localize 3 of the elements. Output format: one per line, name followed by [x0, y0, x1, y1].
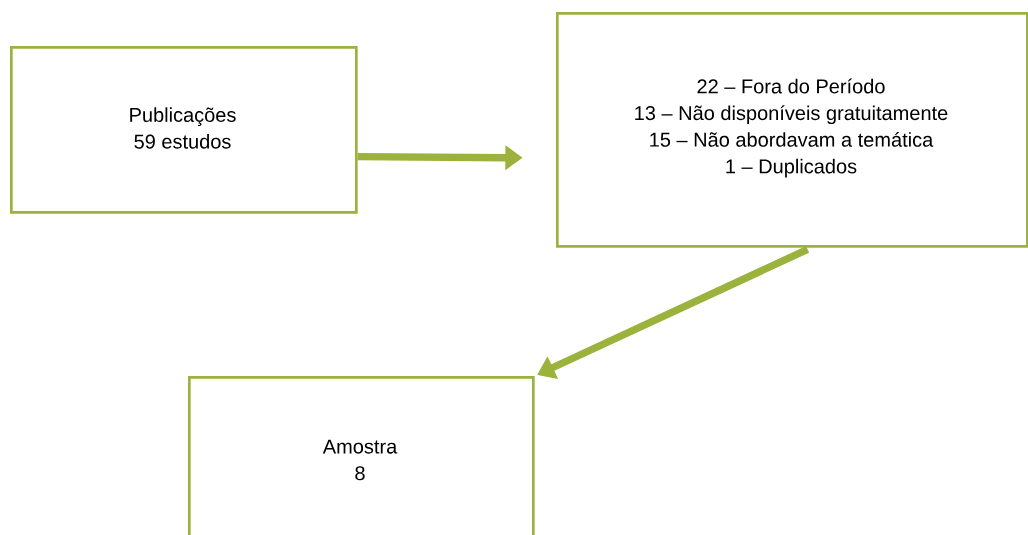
text-box: Amostra 8 [188, 376, 535, 535]
text-box: Publicações 59 estudos [10, 46, 358, 214]
text-box: 22 – Fora do Período 13 – Não disponíveis gratuitamente 15 – Não abordavam a temática 1 – Duplicados [556, 12, 1028, 248]
